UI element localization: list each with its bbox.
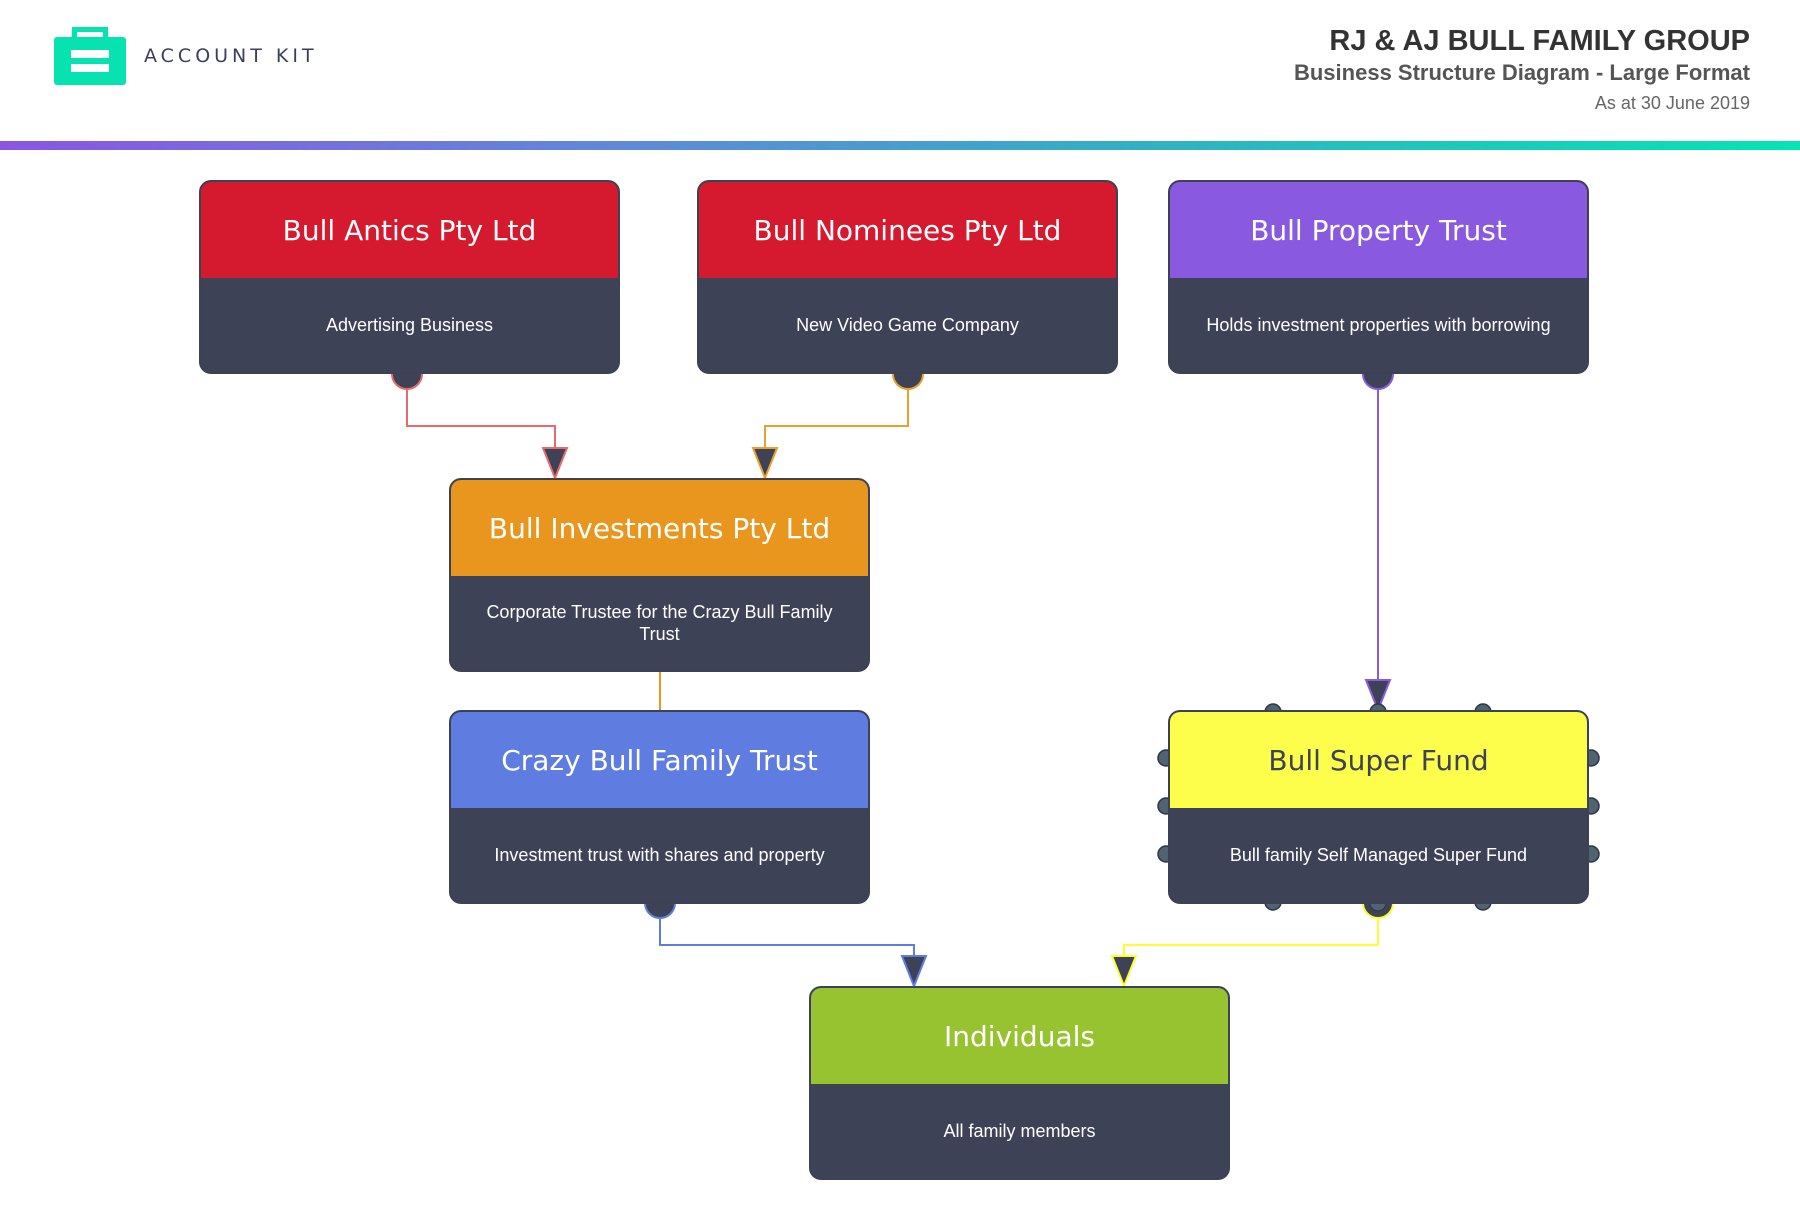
- node-bull-nominees[interactable]: Bull Nominees Pty Ltd New Video Game Com…: [697, 180, 1118, 374]
- node-title: Bull Nominees Pty Ltd: [753, 213, 1062, 247]
- node-title: Bull Antics Pty Ltd: [282, 213, 537, 247]
- edge-bull-antics-to-bull-investments: [390, 356, 569, 481]
- document-title: RJ & AJ BULL FAMILY GROUP: [1329, 25, 1750, 57]
- node-description: Corporate Trustee for the Crazy Bull Fam…: [486, 602, 833, 644]
- document-date: As at 30 June 2019: [1594, 93, 1750, 113]
- node-header: Bull Property Trust: [1170, 182, 1587, 278]
- node-header: Individuals: [811, 988, 1228, 1084]
- node-bull-investments[interactable]: Bull Investments Pty Ltd Corporate Trust…: [449, 478, 870, 672]
- node-description: Advertising Business: [325, 315, 494, 335]
- edge-bull-nominees-to-bull-investments: [751, 356, 925, 481]
- node-title: Crazy Bull Family Trust: [501, 743, 818, 777]
- node-crazy-bull-family-trust[interactable]: Crazy Bull Family Trust Investment trust…: [449, 710, 870, 904]
- arrowhead-icon: [751, 447, 779, 481]
- node-header: Bull Investments Pty Ltd: [451, 480, 868, 576]
- connector-line: [1123, 903, 1379, 964]
- node-bull-super-fund[interactable]: Bull Super Fund Bull family Self Managed…: [1168, 710, 1589, 904]
- brand-logo: ACCOUNT KIT: [54, 27, 318, 85]
- arrowhead-icon: [1364, 679, 1392, 713]
- edge-bull-property-to-bull-super: [1361, 356, 1395, 713]
- node-description: Bull family Self Managed Super Fund: [1229, 845, 1528, 865]
- arrowhead-icon: [541, 447, 569, 481]
- briefcase-icon: [54, 27, 126, 85]
- node-description: Holds investment properties with borrowi…: [1206, 315, 1551, 335]
- node-title: Individuals: [944, 1019, 1095, 1053]
- connector-line: [764, 374, 909, 456]
- arrowhead-icon: [1110, 955, 1138, 989]
- node-header: Bull Nominees Pty Ltd: [699, 182, 1116, 278]
- node-title: Bull Super Fund: [1268, 743, 1489, 777]
- brand-name: ACCOUNT KIT: [144, 45, 318, 67]
- node-description: Investment trust with shares and propert…: [494, 845, 825, 865]
- arrowhead-icon: [900, 955, 928, 989]
- connector-line: [659, 903, 915, 964]
- connector-line: [406, 374, 556, 456]
- node-title: Bull Property Trust: [1250, 213, 1507, 247]
- node-header: Bull Antics Pty Ltd: [201, 182, 618, 278]
- header-divider: [0, 141, 1800, 150]
- node-individuals[interactable]: Individuals All family members: [809, 986, 1230, 1180]
- node-description: All family members: [943, 1121, 1096, 1141]
- node-header: Crazy Bull Family Trust: [451, 712, 868, 808]
- document-subtitle: Business Structure Diagram - Large Forma…: [1293, 60, 1750, 85]
- document-header: RJ & AJ BULL FAMILY GROUP Business Struc…: [1294, 24, 1750, 118]
- node-description: New Video Game Company: [796, 315, 1019, 335]
- node-title: Bull Investments Pty Ltd: [488, 511, 831, 545]
- node-bull-antics[interactable]: Bull Antics Pty Ltd Advertising Business: [199, 180, 620, 374]
- node-header: Bull Super Fund: [1170, 712, 1587, 808]
- node-bull-property-trust[interactable]: Bull Property Trust Holds investment pro…: [1168, 180, 1589, 374]
